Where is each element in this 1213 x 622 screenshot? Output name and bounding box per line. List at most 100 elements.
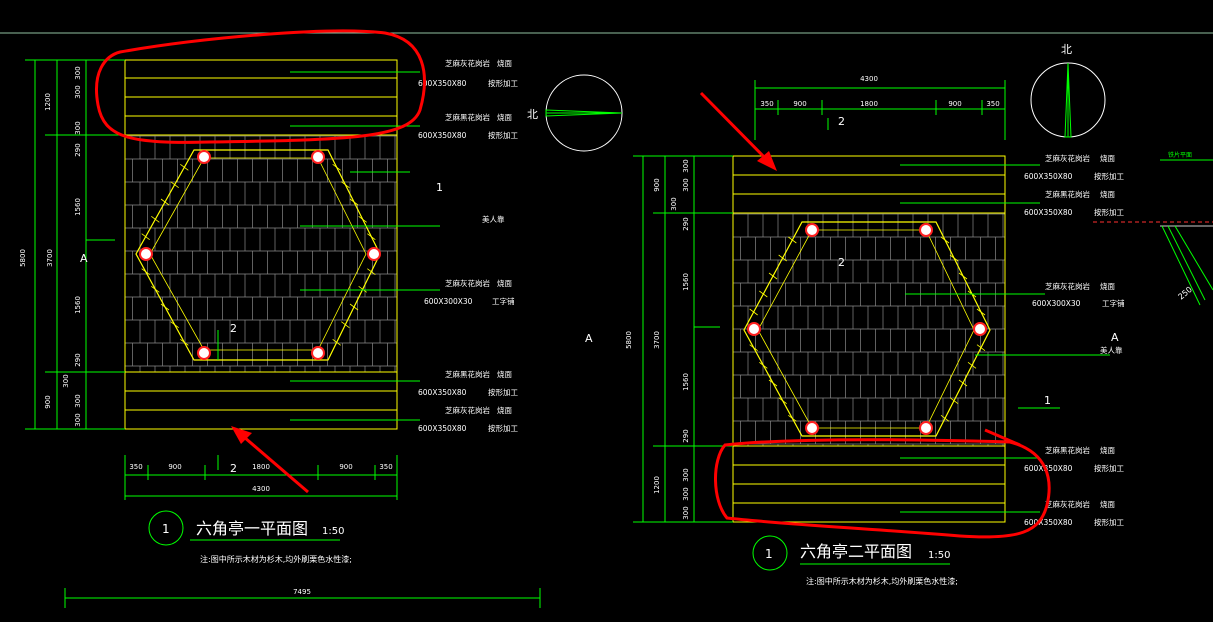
bottom-band-dim: 1200 xyxy=(653,476,661,494)
column-marker xyxy=(805,223,819,237)
bottom-band-dim: 900 xyxy=(44,395,52,408)
rail-hatch xyxy=(349,303,359,311)
overall-height: 5800 xyxy=(19,249,27,267)
markup-circle-plan1-top[interactable] xyxy=(95,29,426,144)
rail-hatch xyxy=(749,344,758,351)
top-band-dim: 1200 xyxy=(44,93,52,111)
column-markers xyxy=(747,223,987,435)
label-process: 按形加工 xyxy=(488,130,518,140)
label-process: 按形加工 xyxy=(488,78,518,88)
plan-scale: 1:50 xyxy=(322,526,344,537)
north-arrow xyxy=(1030,62,1106,138)
rail-hatch xyxy=(778,254,787,262)
rail-hatch xyxy=(332,164,341,171)
plan-scale: 1:50 xyxy=(928,550,950,561)
markup-circle-plan2-bottom[interactable] xyxy=(714,438,1051,539)
column-marker xyxy=(919,223,933,237)
label-material: 芝麻灰花岗岩 xyxy=(1045,153,1090,163)
label-material: 芝麻黑花岗岩 xyxy=(1045,189,1090,199)
width-seg-dim: 1800 xyxy=(860,100,878,108)
section-marks: A A 2 2 1 xyxy=(585,115,1119,407)
rail-hatch xyxy=(160,303,170,311)
column-marker xyxy=(805,421,819,435)
label-process: 按形加工 xyxy=(1094,517,1124,527)
seat-rail xyxy=(141,164,376,346)
column-markers xyxy=(139,150,381,360)
column-marker xyxy=(919,421,933,435)
plan-note: 注:图中所示木材为杉木,均外刷栗色水性漆; xyxy=(806,576,958,586)
width-seg-dim: 350 xyxy=(760,100,773,108)
markup-stroke[interactable] xyxy=(984,428,1021,447)
rail-hatch xyxy=(778,397,787,404)
label-material: 美人靠 xyxy=(482,214,505,224)
column-marker xyxy=(311,150,325,164)
label-size: 600X350X80 xyxy=(418,424,467,433)
markup-arrow-plan2[interactable] xyxy=(699,91,777,171)
label-finish: 烧面 xyxy=(1100,153,1116,163)
seg-dim: 300 xyxy=(682,468,690,481)
rail-hatch xyxy=(749,308,758,316)
rail-hatch xyxy=(940,415,950,422)
label-finish: 烧面 xyxy=(497,112,512,122)
rail-hatch xyxy=(358,286,367,293)
seg-dim: 1560 xyxy=(682,273,690,291)
rail-hatch xyxy=(949,254,959,262)
seg-dim: 300 xyxy=(682,159,690,172)
rail-hatch xyxy=(788,415,797,422)
rail-hatch xyxy=(358,216,367,223)
rail-hatch xyxy=(180,339,189,346)
plan-note: 注:图中所示木材为杉木,均外刷栗色水性漆; xyxy=(200,554,352,564)
section-mark-2: 2 xyxy=(230,322,237,335)
section-mark-a: A xyxy=(80,252,88,265)
label-size: 600X350X80 xyxy=(1024,464,1073,473)
seg-dim: 300 xyxy=(682,487,690,500)
label-finish: 烧面 xyxy=(497,369,512,379)
column-marker xyxy=(197,346,211,360)
title-circle-number: 1 xyxy=(162,522,170,536)
width-seg-dim: 900 xyxy=(793,100,806,108)
dimension-lines xyxy=(633,80,1110,571)
label-finish: 烧面 xyxy=(1100,499,1116,509)
rail-hatch xyxy=(332,339,341,346)
label-size: 600X350X80 xyxy=(418,388,467,397)
dimension-text-group: 5800 3700 1200 900 300 300 300 290 1560 … xyxy=(19,66,393,596)
seg-dim: 300 xyxy=(682,178,690,191)
label-process: 按形加工 xyxy=(1094,171,1124,181)
width-seg-dim: 350 xyxy=(986,100,999,108)
column-marker xyxy=(747,322,761,336)
label-finish: 烧面 xyxy=(1100,189,1116,199)
section-mark-1: 1 xyxy=(1044,394,1051,407)
top-band-dim: 900 xyxy=(653,178,661,191)
rail-hatch xyxy=(976,344,986,351)
label-size: 600X350X80 xyxy=(1024,208,1073,217)
label-finish: 烧面 xyxy=(1100,445,1116,455)
plan-2-pavilion[interactable]: 5800 3700 900 1200 300 300 300 290 1560 … xyxy=(585,43,1125,586)
plan-1-pavilion[interactable]: 5800 3700 1200 900 300 300 300 290 1560 … xyxy=(19,58,623,608)
column-marker xyxy=(973,322,987,336)
label-size: 600X300X30 xyxy=(424,297,473,306)
rail-hatch xyxy=(151,286,160,293)
label-process: 按形加工 xyxy=(488,387,518,397)
label-finish: 烧面 xyxy=(497,58,512,68)
seg-dim: 1560 xyxy=(682,373,690,391)
seg-dim: 290 xyxy=(682,217,690,230)
label-process: 工字铺 xyxy=(492,296,515,306)
column-marker xyxy=(311,346,325,360)
rail-hatch xyxy=(141,268,150,275)
rail-hatch xyxy=(180,164,189,171)
markup-arrow-plan1[interactable] xyxy=(231,426,309,494)
label-material: 芝麻灰花岗岩 xyxy=(445,405,490,415)
seg-dim: 290 xyxy=(682,429,690,442)
label-material: 芝麻灰花岗岩 xyxy=(445,278,490,288)
seg-dim: 300 xyxy=(74,85,82,98)
seg-dim: 300 xyxy=(74,413,82,426)
seg-dim: 1560 xyxy=(74,296,82,314)
section-mark-2-bottom: 2 xyxy=(230,462,237,475)
rail-hatch xyxy=(170,321,179,328)
rail-hatch xyxy=(160,198,170,206)
width-seg-dim: 900 xyxy=(339,463,352,471)
rail-hatch xyxy=(349,198,359,206)
red-markups[interactable] xyxy=(95,29,1051,539)
